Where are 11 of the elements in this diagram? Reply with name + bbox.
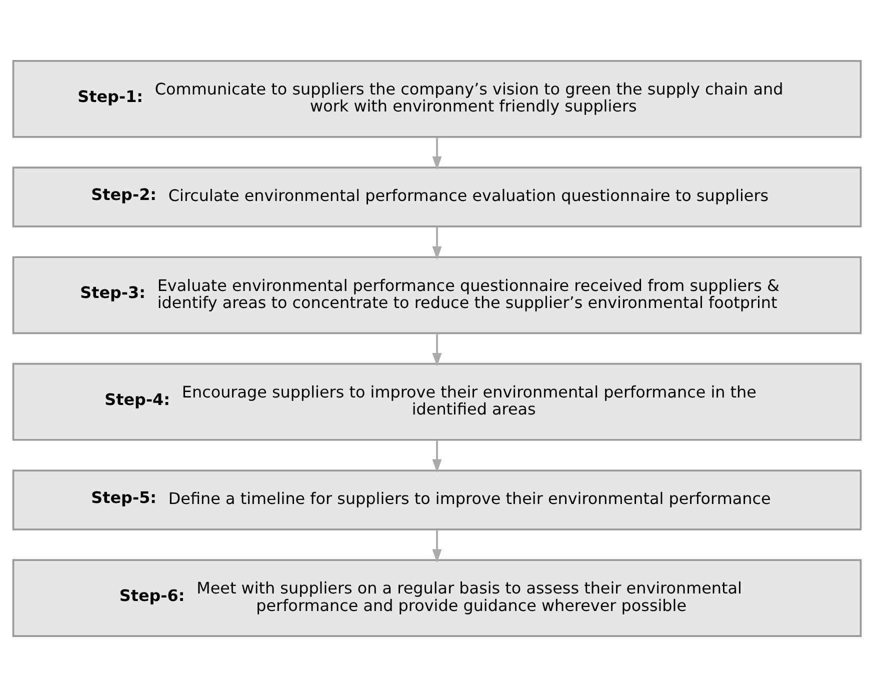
arrow [432,137,442,170]
arrow [432,226,442,260]
arrow [432,333,442,366]
node-box: Step-1: Communicate to suppliers the company’s vision to green the supply chain and work with environment friendly suppliers [12,60,862,138]
node-box: Step-2: Circulate environmental performance evaluation questionnaire to suppliers [12,166,862,228]
node-box: Step-6: Meet with suppliers on a regular basis to assess their environmental performance and provide guidance wherever possible [12,559,862,638]
node-box: Step-3: Evaluate environmental performance questionnaire received from suppliers & identify areas to concentrate to reduce the supplier’s environmental footprint [12,256,862,334]
arrow [432,530,442,563]
node-box: Step-4: Encourage suppliers to improve their environmental performance in the identified areas [12,362,862,441]
arrow [432,440,442,473]
node-box: Step-5: Define a timeline for suppliers to improve their environmental performance [12,470,862,530]
